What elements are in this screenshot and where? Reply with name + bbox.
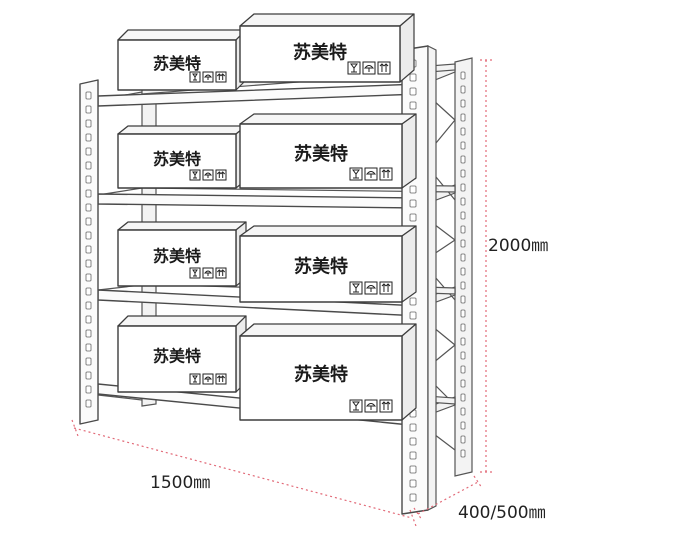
fragile-glass-icon <box>347 61 361 75</box>
box-brand-label: 苏美特 <box>153 150 201 169</box>
keep-dry-umbrella-icon <box>202 169 214 181</box>
carton-box: 苏美特 <box>239 323 417 421</box>
fragile-glass-icon <box>189 71 201 83</box>
keep-dry-umbrella-icon <box>364 281 378 295</box>
box-brand-label: 苏美特 <box>153 347 201 366</box>
depth-label: 400/500㎜ <box>458 503 546 523</box>
fragile-glass-icon <box>189 267 201 279</box>
carton-box: 苏美特 <box>239 225 417 303</box>
fragile-glass-icon <box>349 281 363 295</box>
this-way-up-icon <box>379 399 393 413</box>
this-way-up-icon <box>379 281 393 295</box>
this-way-up-icon <box>215 267 227 279</box>
keep-dry-umbrella-icon <box>364 399 378 413</box>
this-way-up-icon <box>215 71 227 83</box>
width-label: 1500㎜ <box>150 473 210 493</box>
carton-box: 苏美特 <box>239 13 415 83</box>
dimension-lines <box>71 59 492 527</box>
depth-dimension-line <box>413 475 483 521</box>
box-brand-label: 苏美特 <box>294 363 348 385</box>
box-brand-label: 苏美特 <box>153 54 201 73</box>
carton-box: 苏美特 <box>117 315 247 393</box>
fragile-glass-icon <box>189 169 201 181</box>
this-way-up-icon <box>215 373 227 385</box>
box-brand-label: 苏美特 <box>294 143 348 165</box>
box-brand-label: 苏美特 <box>153 247 201 266</box>
carton-box: 苏美特 <box>117 125 247 189</box>
box-brand-label: 苏美特 <box>293 42 347 64</box>
keep-dry-umbrella-icon <box>364 167 378 181</box>
carton-boxes: 苏美特苏美特苏美特苏美特苏美特苏美特苏美特苏美特 <box>117 13 417 421</box>
rear-right-upright <box>454 57 473 477</box>
width-dimension-line <box>71 419 417 527</box>
keep-dry-umbrella-icon <box>202 267 214 279</box>
height-label: 2000㎜ <box>488 236 548 256</box>
carton-box: 苏美特 <box>117 221 247 287</box>
fragile-glass-icon <box>189 373 201 385</box>
keep-dry-umbrella-icon <box>202 373 214 385</box>
keep-dry-umbrella-icon <box>362 61 376 75</box>
this-way-up-icon <box>377 61 391 75</box>
carton-box: 苏美特 <box>239 113 417 189</box>
keep-dry-umbrella-icon <box>202 71 214 83</box>
box-brand-label: 苏美特 <box>294 256 348 278</box>
fragile-glass-icon <box>349 399 363 413</box>
carton-box: 苏美特 <box>117 29 247 91</box>
this-way-up-icon <box>379 167 393 181</box>
this-way-up-icon <box>215 169 227 181</box>
height-dimension-line <box>480 59 492 473</box>
fragile-glass-icon <box>349 167 363 181</box>
